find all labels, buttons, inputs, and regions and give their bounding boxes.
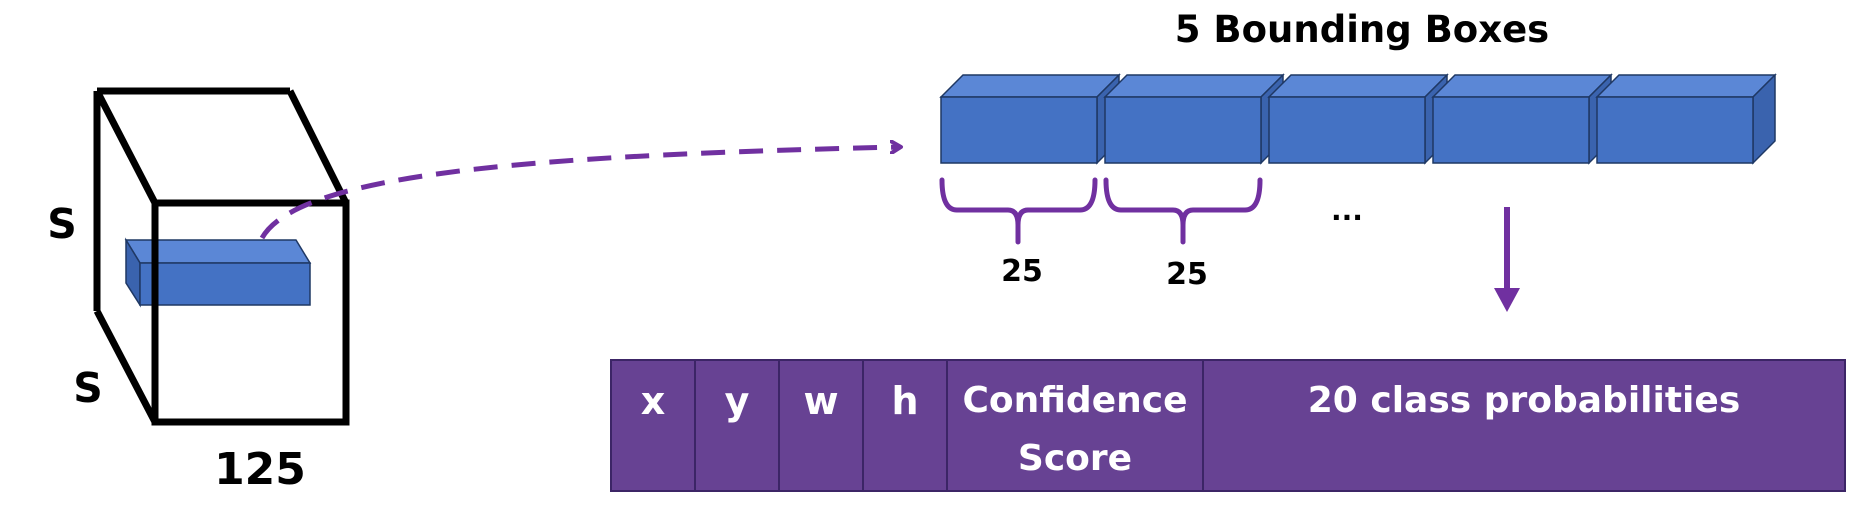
bounding-box-block	[1595, 73, 1777, 165]
bounding-box-top	[1431, 74, 1613, 98]
cube-front-face	[151, 199, 350, 426]
brace-group-2	[1103, 177, 1263, 245]
bounding-box-front	[1432, 96, 1590, 164]
group-size-label: 25	[1166, 257, 1208, 292]
bounding-box-block	[939, 73, 1121, 165]
bounding-box-block	[1267, 73, 1449, 165]
table-background	[610, 359, 1846, 492]
bounding-box-top	[1103, 74, 1285, 98]
bounding-box-top	[1267, 74, 1449, 98]
cube-edge	[286, 89, 350, 205]
bounding-box-block	[1431, 73, 1613, 165]
ellipsis-label: ...	[1331, 194, 1363, 227]
dashed-curved-arrow-icon	[259, 147, 900, 240]
brace-group-1	[939, 177, 1098, 245]
bounding-box-front	[1596, 96, 1754, 164]
group-size-label: 25	[1001, 254, 1043, 289]
table-cell-label: 20 class probabilities	[1308, 380, 1741, 421]
bounding-box-front	[1268, 96, 1426, 164]
bounding-box-top	[1595, 74, 1777, 98]
tensor-width-label: S	[73, 364, 103, 412]
cube-edge	[93, 309, 159, 424]
bounding-box-front	[940, 96, 1098, 164]
down-arrow-icon	[1494, 207, 1520, 312]
bounding-box-strip	[939, 73, 1777, 165]
bounding-box-top	[939, 74, 1121, 98]
diagram-title: 5 Bounding Boxes	[1175, 8, 1549, 51]
cube-edge	[93, 89, 159, 205]
bounding-box-front	[1104, 96, 1262, 164]
tensor-depth-label: 125	[214, 444, 306, 495]
grid-cell-box	[124, 237, 312, 308]
table-cell-label: x	[641, 379, 666, 423]
cell-box-front	[139, 262, 311, 306]
table-cell-label: w	[803, 379, 838, 423]
tensor-height-label: S	[47, 200, 77, 248]
table-cell-label: h	[891, 379, 918, 423]
curly-brace-icon	[1103, 177, 1263, 245]
output-tensor-cube	[93, 87, 350, 426]
table-cell-label: y	[725, 379, 750, 423]
curly-brace-icon	[939, 177, 1098, 245]
bounding-box-block	[1103, 73, 1285, 165]
